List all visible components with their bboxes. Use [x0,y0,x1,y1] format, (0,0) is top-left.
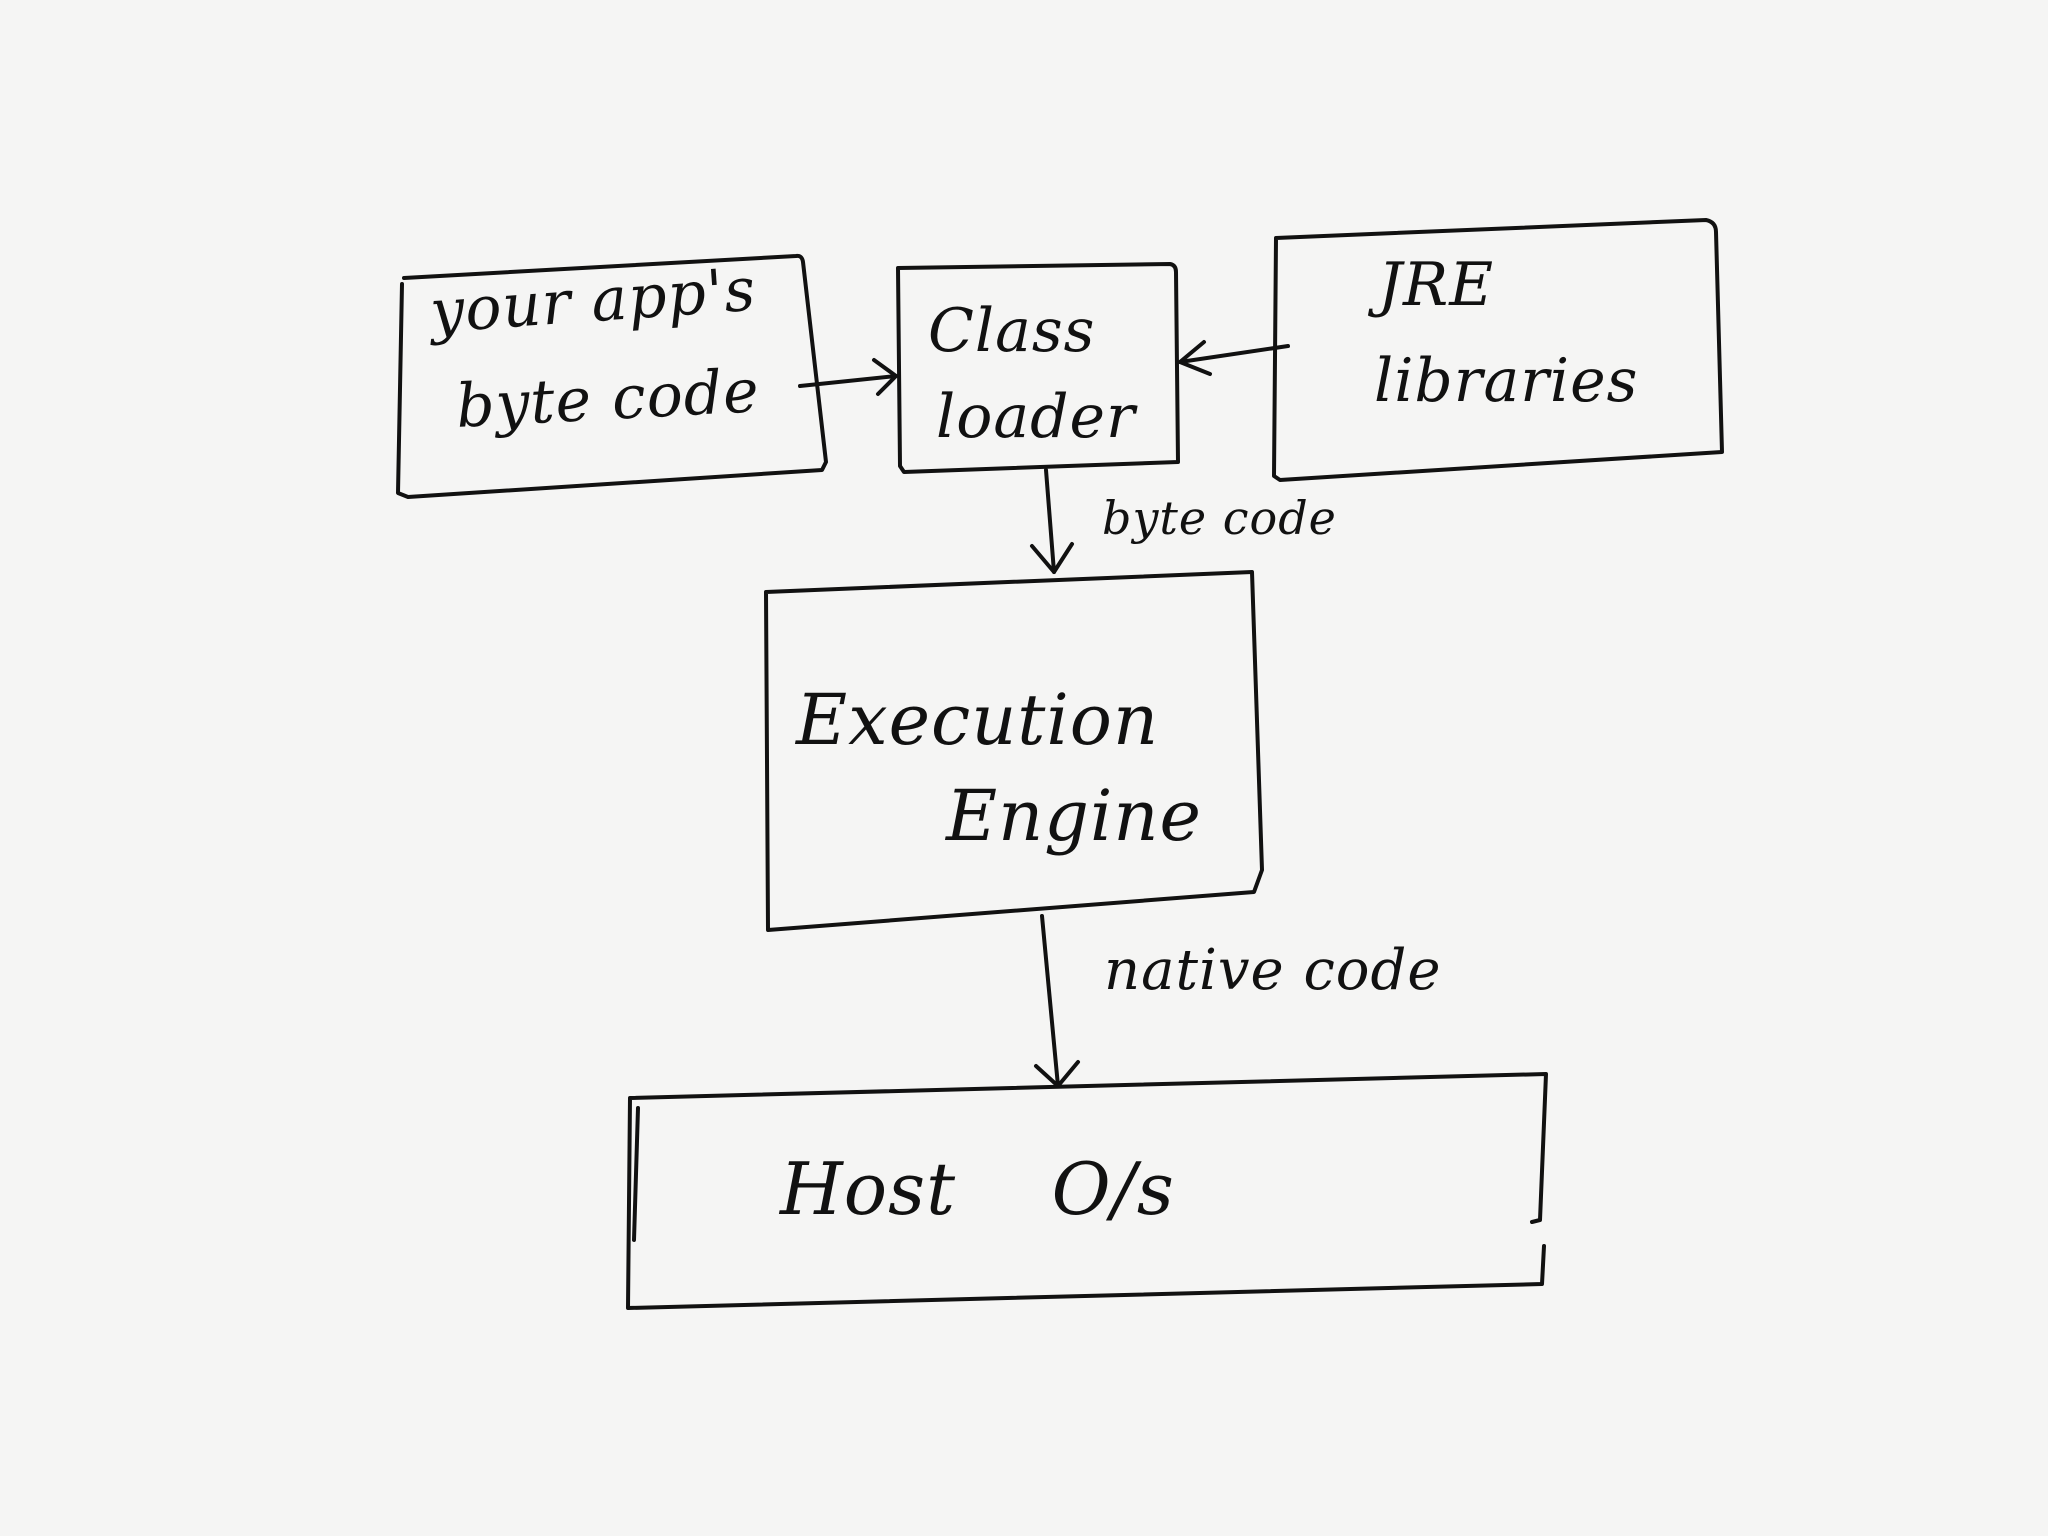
host-os-box [626,1072,1548,1310]
jre-libraries-label-line1: JRE [1378,250,1495,320]
jre-libraries-box [1272,218,1724,482]
class-loader-label-line1: Class [928,296,1096,366]
host-os-label: Host O/s [780,1147,1175,1231]
execution-engine-label-line2: Engine [946,775,1202,857]
arrow-app-to-loader [798,358,898,396]
edge-label-byte-code: byte code [1102,491,1337,545]
jre-libraries-label-line2: libraries [1374,346,1639,416]
execution-engine-label-line1: Execution [796,679,1160,761]
arrow-loader-to-engine [1030,468,1074,574]
app-bytecode-box [396,253,828,499]
execution-engine-box [764,570,1264,932]
app-bytecode-label-line2: byte code [454,356,762,442]
class-loader-box [896,262,1180,474]
class-loader-label-line2: loader [936,382,1136,452]
edge-label-native-code: native code [1104,938,1442,1003]
arrow-engine-to-host [1034,914,1080,1088]
arrow-jre-to-loader [1178,340,1290,376]
